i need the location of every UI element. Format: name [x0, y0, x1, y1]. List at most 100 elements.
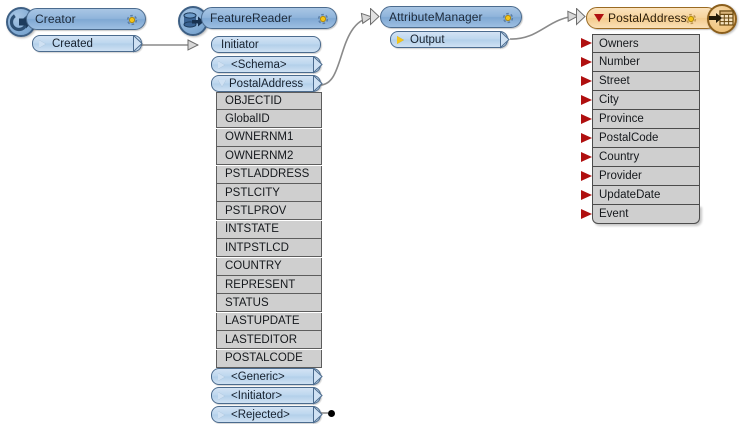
writer-field-name: Street [599, 75, 630, 87]
red-arrow-icon [581, 190, 592, 200]
generic-output-nub [313, 368, 323, 386]
attribute-row[interactable]: PSTLCITY [216, 184, 322, 202]
featurereader-port-generic[interactable]: <Generic> [211, 368, 321, 385]
red-arrow-icon [581, 76, 592, 86]
writer-field-name: Province [599, 113, 644, 125]
creator-title: Creator [35, 12, 76, 26]
postaladdress-output-nub [313, 75, 323, 93]
port-label: <Initiator> [231, 389, 283, 402]
triangle-right-icon [218, 60, 225, 69]
creator-port-created[interactable]: Created [32, 35, 142, 52]
attribute-name: LASTEDITOR [225, 333, 297, 346]
port-label: Initiator [221, 38, 259, 51]
attribute-row[interactable]: GlobalID [216, 110, 322, 129]
attributemanager-header[interactable]: AttributeManager [380, 6, 522, 28]
postaladdress-writer-title: PostalAddress [608, 11, 687, 25]
attribute-name: STATUS [225, 296, 269, 309]
triangle-down-icon [218, 80, 226, 87]
writer-field-name: Event [599, 208, 629, 220]
attributemanager-title: AttributeManager [389, 10, 483, 24]
featurereader-port-postaladdress[interactable]: PostalAddress [211, 75, 321, 92]
writer-field-row[interactable]: Owners [592, 34, 700, 53]
attribute-row[interactable]: LASTEDITOR [216, 331, 322, 350]
gear-icon[interactable] [315, 11, 331, 27]
port-label: PostalAddress [229, 77, 304, 90]
red-arrow-icon [581, 171, 592, 181]
writer-field-row[interactable]: UpdateDate [592, 186, 700, 205]
red-arrow-icon [581, 38, 592, 48]
writer-field-name: PostalCode [599, 132, 659, 144]
featurereader-port-initiator[interactable]: Initiator [211, 36, 321, 53]
writer-field-name: Country [599, 151, 640, 163]
attribute-name: LASTUPDATE [225, 315, 300, 328]
writer-field-row[interactable]: Event [592, 205, 700, 224]
writer-field-row[interactable]: Provider [592, 167, 700, 186]
attribute-row[interactable]: OWNERNM1 [216, 128, 322, 147]
featurereader-port-initiator-out[interactable]: <Initiator> [211, 387, 321, 404]
gear-icon[interactable] [124, 12, 140, 28]
writer-field-row[interactable]: Province [592, 110, 700, 129]
writer-field-row[interactable]: Street [592, 72, 700, 91]
attribute-name: OBJECTID [225, 95, 282, 107]
rejected-endpoint-dot[interactable] [328, 410, 335, 417]
attribute-row[interactable]: LASTUPDATE [216, 312, 322, 331]
writer-field-row[interactable]: Country [592, 148, 700, 167]
creator-output-nub [133, 35, 143, 53]
attribute-row[interactable]: INTPSTLCD [216, 239, 322, 258]
writer-table-arrow-icon [707, 4, 737, 34]
red-arrow-icon [581, 95, 592, 105]
attribute-row[interactable]: INTSTATE [216, 220, 322, 239]
attribute-name: POSTALCODE [225, 352, 303, 365]
triangle-right-icon [397, 35, 404, 44]
attributemanager-port-output[interactable]: Output [390, 31, 508, 48]
port-label: <Generic> [231, 370, 285, 383]
attribute-row[interactable]: STATUS [216, 294, 322, 313]
featurereader-header[interactable]: FeatureReader [201, 7, 337, 29]
writer-field-name: Number [599, 56, 640, 68]
attributemanager-input-nub [370, 8, 380, 26]
red-arrow-icon [581, 114, 592, 124]
attribute-row[interactable]: OBJECTID [216, 92, 322, 110]
attribute-row[interactable]: REPRESENT [216, 276, 322, 294]
port-label: <Schema> [231, 58, 287, 71]
triangle-down-red-icon [594, 14, 604, 22]
attribute-name: COUNTRY [225, 260, 282, 273]
attribute-row[interactable]: COUNTRY [216, 257, 322, 276]
attribute-name: INTSTATE [225, 223, 279, 236]
writer-field-row[interactable]: PostalCode [592, 129, 700, 148]
writer-field-row[interactable]: City [592, 91, 700, 110]
writer-field-name: City [599, 94, 619, 106]
triangle-right-icon [218, 391, 225, 400]
attribute-row[interactable]: POSTALCODE [216, 349, 322, 368]
attribute-name: PSTLCITY [225, 186, 280, 199]
triangle-right-icon [39, 39, 46, 48]
postaladdress-writer-input-nub [576, 8, 586, 26]
rejected-output-nub [313, 406, 323, 424]
attribute-name: REPRESENT [225, 278, 296, 291]
red-arrow-icon [581, 57, 592, 67]
gear-icon[interactable] [683, 11, 699, 27]
creator-header[interactable]: Creator [26, 8, 146, 30]
port-label: Created [52, 37, 93, 50]
featurereader-title: FeatureReader [210, 11, 293, 25]
gear-icon[interactable] [500, 10, 516, 26]
writer-field-name: Owners [599, 37, 639, 50]
attribute-name: OWNERNM2 [225, 149, 294, 162]
attribute-row[interactable]: PSTLPROV [216, 202, 322, 221]
red-arrow-icon [581, 152, 592, 162]
attribute-name: INTPSTLCD [225, 241, 289, 254]
featurereader-port-rejected[interactable]: <Rejected> [211, 406, 321, 423]
featurereader-port-schema[interactable]: <Schema> [211, 56, 321, 73]
initiator-output-nub [313, 387, 323, 405]
attribute-row[interactable]: OWNERNM2 [216, 147, 322, 166]
triangle-right-icon [218, 410, 225, 419]
red-arrow-icon [581, 209, 592, 219]
red-arrow-icon [581, 133, 592, 143]
writer-field-row[interactable]: Number [592, 53, 700, 72]
attribute-row[interactable]: PSTLADDRESS [216, 165, 322, 184]
port-label: <Rejected> [231, 408, 290, 421]
attribute-name: PSTLADDRESS [225, 168, 310, 181]
postaladdress-writer-header[interactable]: PostalAddress [586, 7, 718, 29]
triangle-right-icon [218, 372, 225, 381]
